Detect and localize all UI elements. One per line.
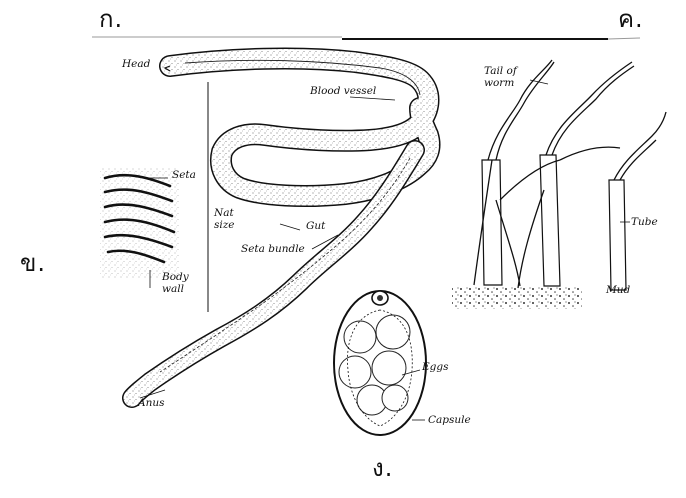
- label-blood-vessel: Blood vessel: [310, 86, 376, 97]
- label-body-wall-1: Body: [162, 272, 189, 283]
- label-tail-of-worm-1: Tail of: [484, 66, 517, 77]
- label-capsule: Capsule: [428, 415, 471, 426]
- top-rule: [92, 37, 640, 39]
- label-seta: Seta: [172, 170, 196, 181]
- egg-capsule: [334, 291, 426, 435]
- panel-letter-c: ค.: [618, 7, 644, 31]
- label-head: Head: [122, 59, 150, 70]
- seta-detail: [100, 168, 180, 288]
- label-nat-size-2: size: [214, 220, 235, 231]
- panel-letter-a: ก.: [99, 7, 123, 31]
- panel-letter-d: ง.: [372, 456, 393, 480]
- label-gut: Gut: [306, 221, 325, 232]
- label-tail-of-worm-2: worm: [484, 78, 514, 89]
- label-seta-bundle: Seta bundle: [241, 244, 305, 255]
- label-mud: Mud: [606, 285, 630, 296]
- tubes-panel: [452, 60, 666, 309]
- label-anus: Anus: [138, 398, 165, 409]
- label-body-wall-2: wall: [162, 284, 184, 295]
- label-nat-size-1: Nat: [214, 208, 234, 219]
- label-eggs: Eggs: [422, 362, 449, 373]
- label-tube: Tube: [631, 217, 658, 228]
- panel-letter-b: ข.: [20, 251, 46, 275]
